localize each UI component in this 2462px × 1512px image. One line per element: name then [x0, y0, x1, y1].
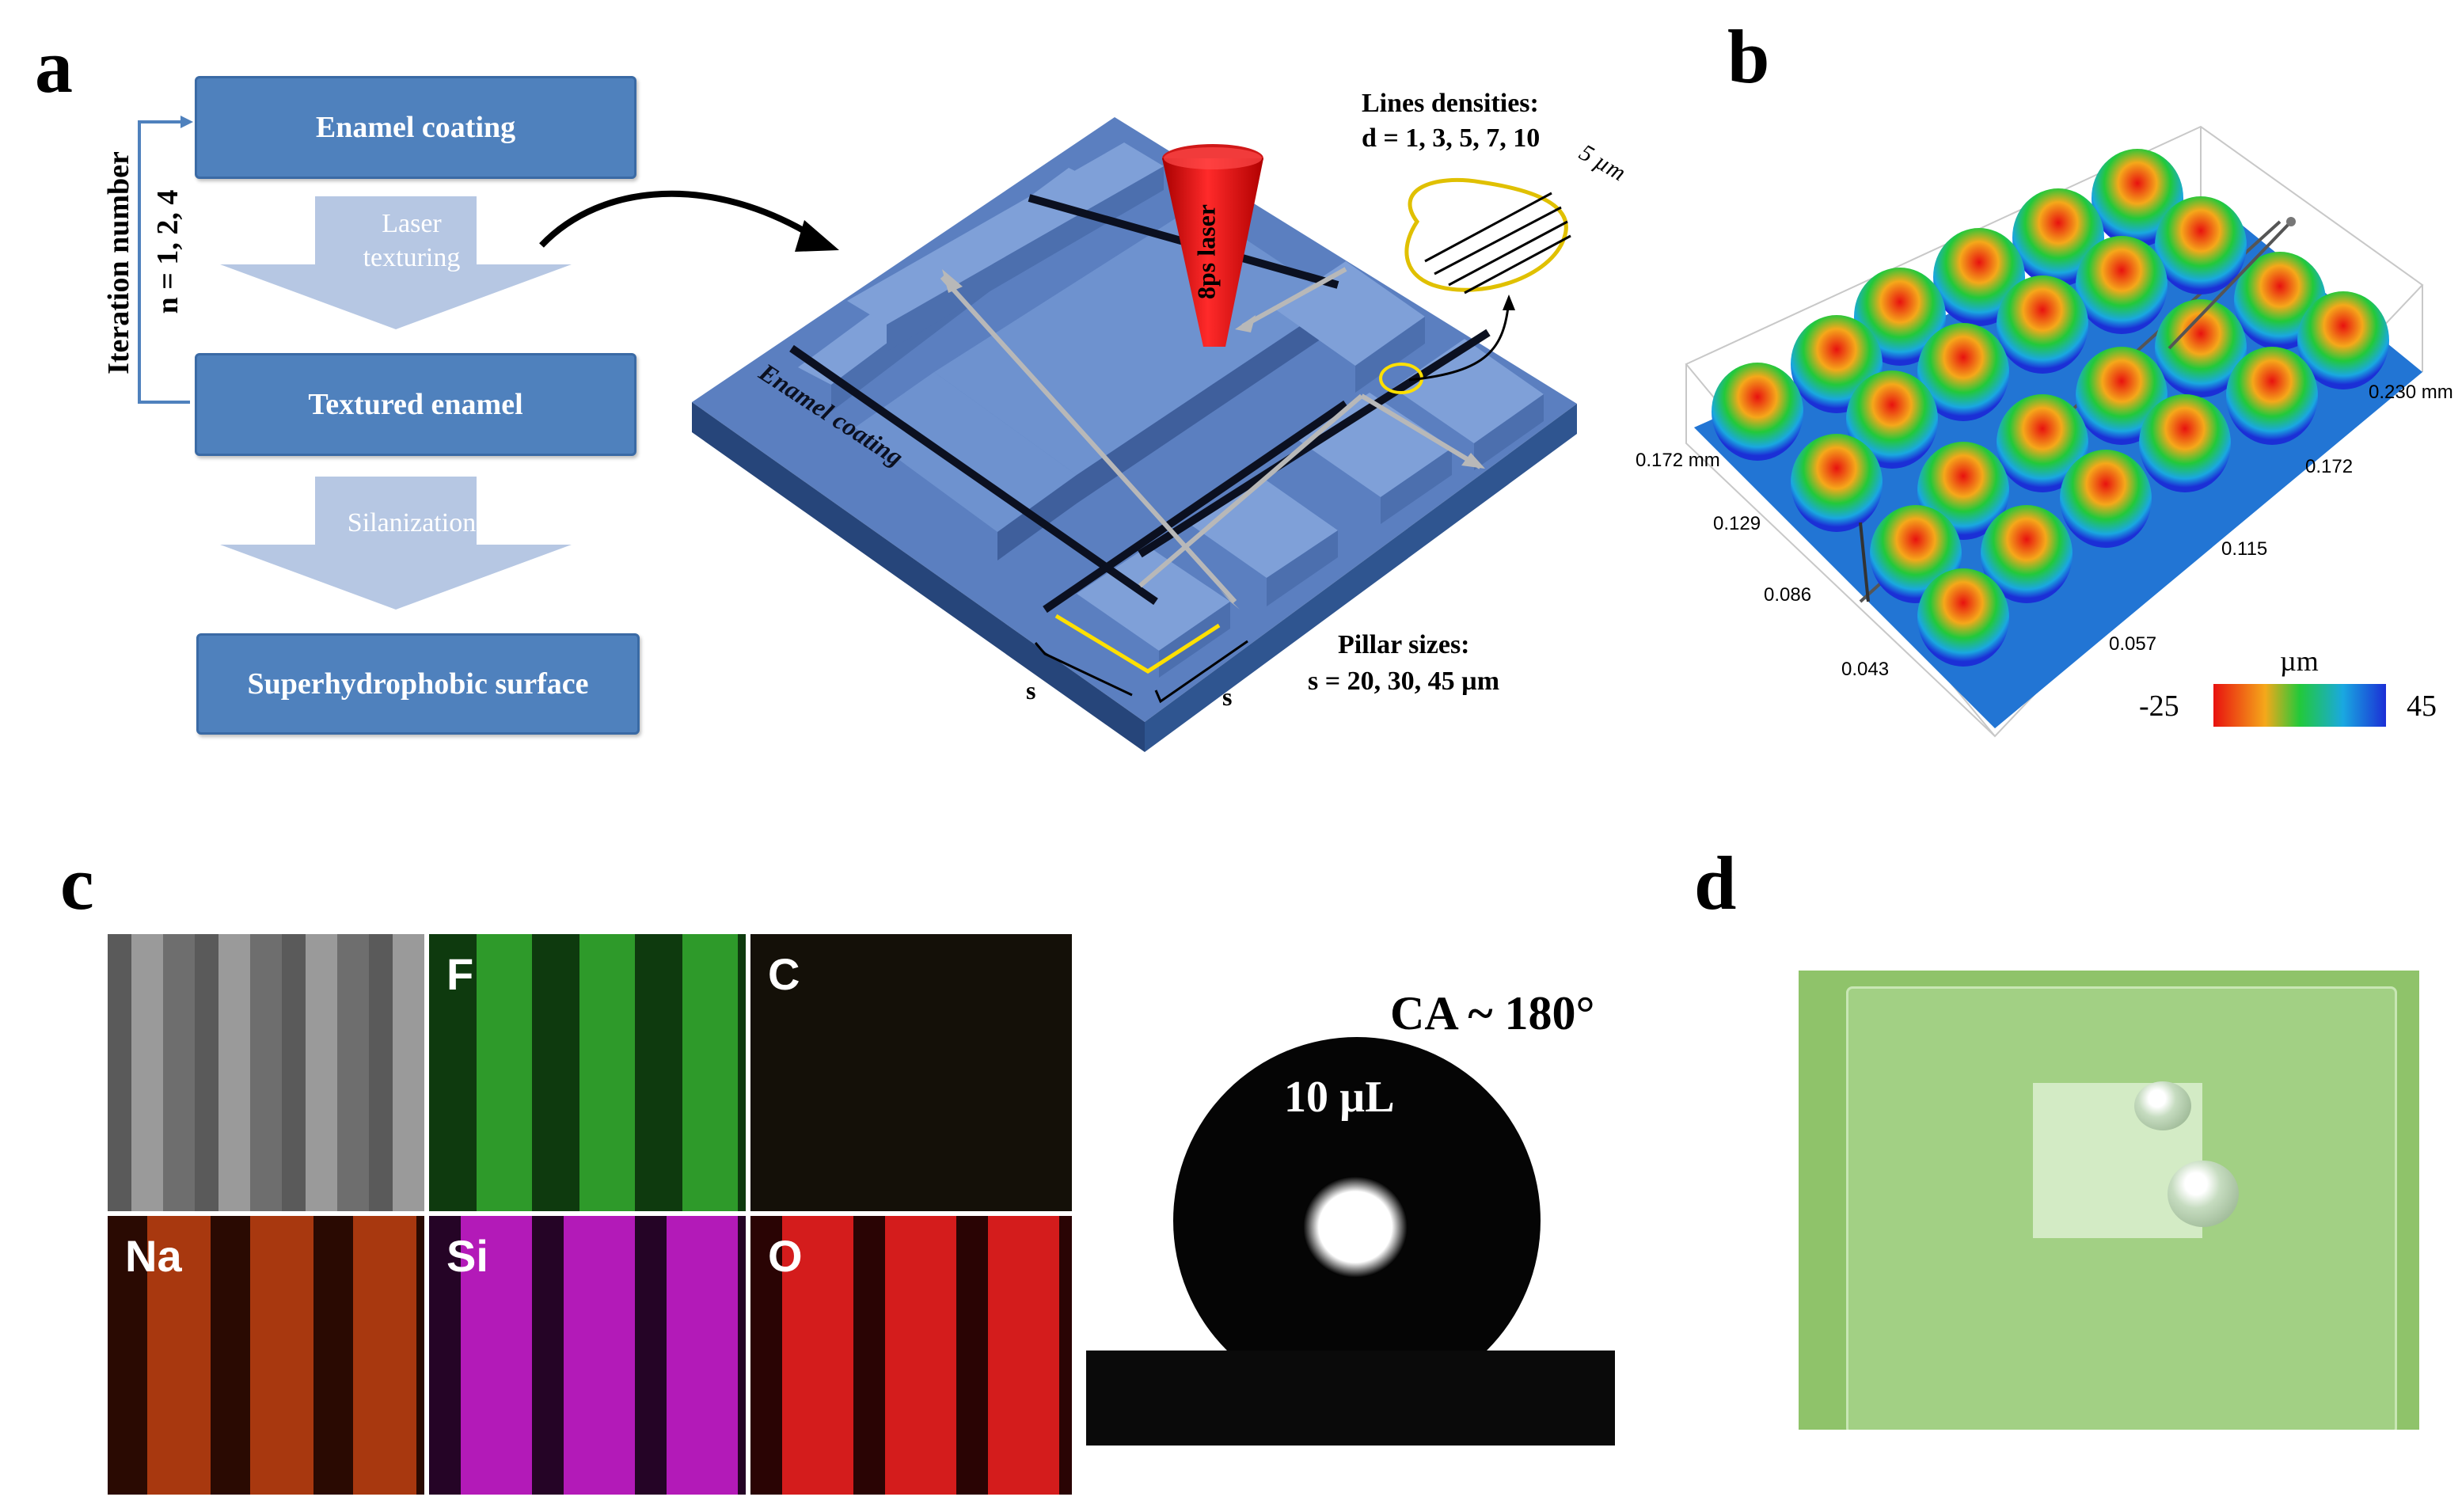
silanization-arrow	[220, 477, 572, 610]
lines-densities-title: Lines densities:	[1362, 89, 1539, 118]
axis-tick-left-1: 0.172 mm	[1636, 450, 1720, 471]
ridge	[798, 168, 1100, 412]
panel-label-d: d	[1694, 841, 1737, 925]
colorbar-max: 45	[2407, 690, 2437, 723]
droplet-volume: 10 µL	[1284, 1073, 1395, 1122]
axis-tick-left-4: 0.043	[1841, 659, 1890, 680]
panel-label-a: a	[35, 24, 73, 108]
laser-texturing-label: Laser texturing	[363, 209, 461, 272]
axis-tick-left-3: 0.086	[1764, 584, 1812, 606]
pillar	[1187, 475, 1338, 606]
water-droplet	[2168, 1161, 2239, 1227]
textured-enamel-box: Textured enamel	[195, 353, 636, 456]
contact-angle-image	[1085, 974, 1615, 1449]
surface-peaks	[1712, 149, 2389, 667]
pillar-size-label-2: s	[1222, 682, 1233, 711]
ridge	[934, 206, 1338, 503]
eds-tile-na: Na	[108, 1216, 424, 1495]
sample-photo	[1799, 971, 2419, 1430]
colorbar-unit: µm	[2280, 645, 2319, 677]
panel-label-b: b	[1727, 14, 1770, 99]
axis-tick-right-4: 0.057	[2109, 633, 2157, 655]
eds-tile-si: Si	[429, 1216, 746, 1495]
pillar-size-label-1: s	[1026, 676, 1036, 705]
axis-tick-right-2: 0.172	[2305, 456, 2354, 477]
eds-tile-sem	[108, 934, 424, 1211]
eds-tile-o: O	[750, 1216, 1072, 1495]
water-droplet	[2134, 1081, 2191, 1130]
pillar	[1393, 339, 1544, 470]
eds-tile-c: C	[750, 934, 1072, 1211]
axis-tick-left-2: 0.129	[1713, 513, 1761, 534]
panel-label-c: c	[60, 841, 94, 925]
axis-tick-right-1: 0.230 mm	[2369, 382, 2453, 403]
ridge	[847, 142, 1164, 351]
contact-angle-title: CA ~ 180°	[1390, 987, 1595, 1039]
laser-texturing-arrow	[220, 196, 572, 329]
axis-tick-right-3: 0.115	[2221, 538, 2268, 560]
superhydrophobic-box: Superhydrophobic surface	[196, 633, 640, 735]
pillar	[1298, 393, 1452, 524]
colorbar-min: -25	[2139, 690, 2179, 723]
pillar	[1275, 261, 1425, 393]
colorbar	[2213, 684, 2386, 727]
pillar-sizes-values: s = 20, 30, 45 µm	[1308, 667, 1500, 696]
enamel-coating-box: Enamel coating	[195, 76, 636, 179]
pillar-sizes-title: Pillar sizes:	[1338, 630, 1470, 659]
lines-densities-values: d = 1, 3, 5, 7, 10	[1362, 123, 1541, 153]
eds-tile-f: F	[429, 934, 746, 1211]
eds-map-grid: F C Na Si O	[108, 934, 1072, 1495]
pillar	[1077, 546, 1230, 678]
silanization-label: Silanization	[347, 508, 477, 538]
